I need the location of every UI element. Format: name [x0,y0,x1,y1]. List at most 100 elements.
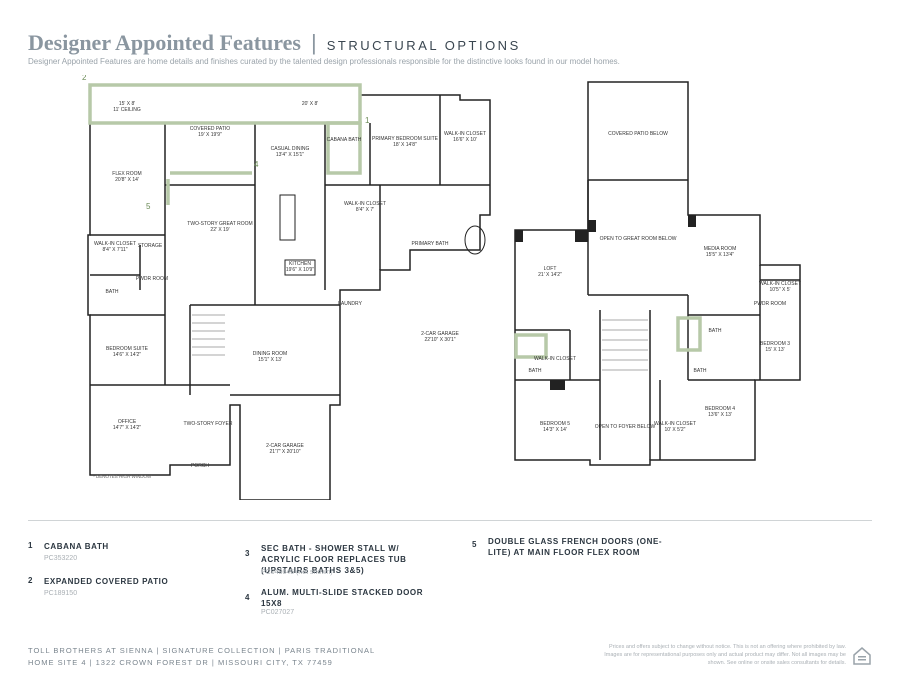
title-main: Designer Appointed Features [28,30,301,55]
room-primary-bath: PRIMARY BATH [412,241,449,247]
page-description: Designer Appointed Features are home det… [28,57,620,66]
option-number: 4 [245,593,250,602]
room-primary-bedroom: PRIMARY BEDROOM SUITE [372,136,439,142]
room-flex-sub: 20'8" X 14' [115,177,139,183]
footer-line-2: HOME SITE 4 | 1322 CROWN FOREST DR | MIS… [28,658,333,667]
cabana-bath-highlight [326,121,362,175]
room-porch: PORCH [191,463,209,469]
option-5: 5 DOUBLE GLASS FRENCH DOORS (ONE-LITE) A… [472,536,682,566]
room-bedroom-5-sub: 14'3" X 14' [543,427,567,433]
expanded-patio-highlight [88,83,362,125]
room-wic-primary: WALK-IN CLOSET [444,131,486,137]
option-3: 3 SEC BATH - SHOWER STALL W/ ACRYLIC FLO… [245,543,445,583]
room-wic-2c-sub: 10' X 5'2" [665,427,686,433]
option-label: SEC BATH - SHOWER STALL W/ ACRYLIC FLOOR… [261,544,407,575]
room-bath-5: BATH [529,368,542,374]
room-foyer: TWO-STORY FOYER [184,421,233,427]
high-window-footnote: * DENOTES HIGH WINDOW [93,474,152,479]
option-label: DOUBLE GLASS FRENCH DOORS (ONE-LITE) AT … [488,537,663,557]
option-number: 2 [28,576,33,585]
room-media-sub: 15'5" X 13'4" [706,252,734,258]
option-2: 2 EXPANDED COVERED PATIO PC189150 [28,576,228,606]
room-wic-a: WALK-IN CLOSET [344,201,386,207]
room-wic-2a-sub: 10'5" X 5' [770,287,791,293]
room-covered-patio-sub: 19' X 19'9" [198,132,222,138]
room-media: MEDIA ROOM [704,246,737,252]
room-bedroom-4: BEDROOM 4 [705,406,735,412]
room-covered-patio: COVERED PATIO [190,126,230,132]
option-code: PC048645 (not shown) [261,569,333,576]
room-wic-primary-sub: 16'6" X 10' [453,137,477,143]
room-cabana-bath: CABANA BATH [327,137,362,143]
page-header: Designer Appointed Features | STRUCTURAL… [28,30,868,56]
room-covered-patio-below: COVERED PATIO BELOW [608,131,668,137]
room-open-great-room: OPEN TO GREAT ROOM BELOW [600,236,677,242]
room-patio-left-sub: 11' CEILING [113,107,141,113]
marker-2: 2 [82,75,87,82]
room-great-room-sub: 22' X 19' [210,227,229,233]
title-separator: | [310,30,317,55]
option-4: 4 ALUM. MULTI-SLIDE STACKED DOOR 15X8 PC… [245,587,445,617]
second-floor-plan: COVERED PATIO BELOW OPEN TO GREAT ROOM B… [510,80,810,470]
room-wic-2a: WALK-IN CLOSET [759,281,801,287]
room-wic-a-sub: 8'4" X 7' [356,207,374,213]
room-open-foyer: OPEN TO FOYER BELOW [595,424,656,430]
room-patio-right: 20' X 8' [302,101,318,107]
room-garage-front-sub: 21'7" X 20'10" [269,449,300,455]
room-garage-front: 2-CAR GARAGE [266,443,304,449]
room-bedroom-suite-sub: 14'6" X 14'2" [113,352,141,358]
room-wic-b-sub: 8'4" X 7'11" [102,247,127,253]
room-garage-side: 2-CAR GARAGE [421,331,459,337]
footer-line-1: TOLL BROTHERS AT SIENNA | SIGNATURE COLL… [28,646,376,655]
first-floor-plan: 2 1 4 5 15' X 8' 11' CEILING 20' X 8' CO… [80,75,500,500]
room-flex: FLEX ROOM [112,171,141,177]
footer-address: TOLL BROTHERS AT SIENNA | SIGNATURE COLL… [28,645,375,669]
room-great-room: TWO-STORY GREAT ROOM [187,221,252,227]
option-1: 1 CABANA BATH PC353220 [28,541,228,571]
room-bedroom-3-sub: 15' X 13' [765,347,784,353]
marker-1: 1 [365,116,370,125]
option-label: CABANA BATH [44,542,109,551]
room-kitchen: KITCHEN [289,261,311,267]
option-code: PC189150 [44,590,78,597]
option-label: ALUM. MULTI-SLIDE STACKED DOOR 15X8 [261,588,424,608]
room-wic-b: WALK-IN CLOSET [94,241,136,247]
room-laundry: LAUNDRY [338,301,362,307]
option-label: EXPANDED COVERED PATIO [44,577,169,586]
marker-4: 4 [254,160,259,169]
page-title: Designer Appointed Features | STRUCTURAL… [28,30,868,56]
room-patio-left: 15' X 8' [119,101,135,107]
room-wic-2c: WALK-IN CLOSET [654,421,696,427]
legend-divider [28,520,872,521]
marker-5: 5 [146,202,151,211]
room-kitchen-sub: 19'6" X 10'9" [286,267,314,273]
room-office-sub: 14'7" X 14'2" [113,425,141,431]
room-bedroom-4-sub: 13'6" X 13' [708,412,732,418]
room-bath-1: BATH [106,289,119,295]
option-number: 1 [28,541,33,550]
room-pwdr: PWDR ROOM [136,276,168,282]
room-loft-sub: 21' X 14'2" [538,272,562,278]
room-bedroom-suite: BEDROOM SUITE [106,346,149,352]
room-office: OFFICE [118,419,137,425]
title-subtitle: STRUCTURAL OPTIONS [326,38,521,53]
room-storage: STORAGE [138,243,163,249]
room-bath-3a: BATH [709,328,722,334]
room-primary-bedroom-sub: 18' X 14'8" [393,142,417,148]
option-number: 3 [245,549,250,558]
room-wic-2b: WALK-IN CLOSET [534,356,576,362]
room-dining: DINING ROOM [253,351,287,357]
room-pwdr-2: PWDR ROOM [754,301,786,307]
option-number: 5 [472,540,477,549]
room-dining-sub: 15'1" X 13' [258,357,282,363]
equal-housing-icon [852,646,872,666]
room-bath-3b: BATH [694,368,707,374]
room-bedroom-3: BEDROOM 3 [760,341,790,347]
bath-5-highlight [514,333,548,359]
option-code: PC353220 [44,555,78,562]
room-bedroom-5: BEDROOM 5 [540,421,570,427]
room-casual-dining: CASUAL DINING [271,146,310,152]
option-code: PC027027 [261,609,295,616]
bath-3-highlight [676,316,702,352]
room-garage-side-sub: 22'10" X 30'1" [424,337,455,343]
